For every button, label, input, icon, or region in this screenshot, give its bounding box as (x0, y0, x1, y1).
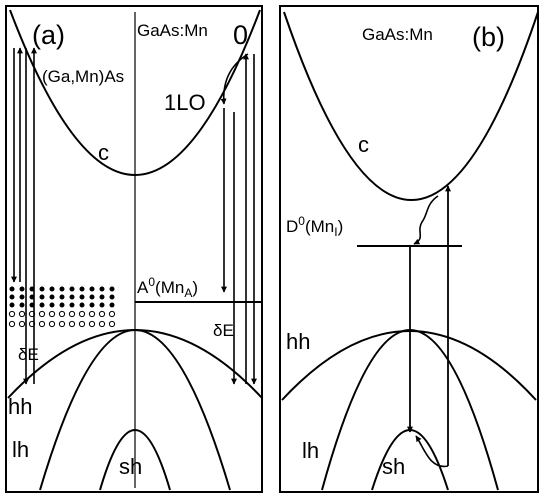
panel-b-material-label: GaAs:Mn (362, 25, 433, 44)
panel-a-delta-right: δE (213, 321, 234, 340)
panel-a-label: (a) (32, 20, 65, 50)
panel-a-band-sh: sh (119, 454, 142, 479)
panel-a-impurity-band-empty (8, 310, 116, 328)
panel-a-material-label: GaAs:Mn (137, 21, 208, 40)
panel-b-relaxation-arrow (413, 195, 439, 245)
panel-a-zero-label: 0 (233, 20, 248, 50)
panel-a-split-off-band (99, 429, 171, 491)
panel-a-phonon-label: 1LO (164, 90, 206, 115)
panel-b-band-hh: hh (286, 329, 310, 354)
panel-a-band-c: c (98, 140, 109, 165)
panel-a-impurity-band-filled (9, 286, 115, 308)
panel-b: (b) GaAs:Mn c hh lh sh D0(MnI) (279, 5, 539, 493)
panel-b-heavy-hole-band (281, 330, 537, 401)
panel-b-label: (b) (472, 22, 505, 52)
panel-b-frame (279, 5, 539, 493)
panel-b-band-lh: lh (302, 438, 319, 463)
panel-a-frame (5, 5, 263, 493)
panel-b-band-sh: sh (382, 454, 405, 479)
panel-a-band-hh: hh (8, 394, 32, 419)
panel-a-phonon-arrow (220, 53, 249, 105)
panel-a: (a) GaAs:Mn (Ga,Mn)As 0 1LO c hh lh sh δ… (5, 5, 263, 493)
panel-a-light-hole-band (39, 329, 231, 491)
panel-a-delta-left: δE (18, 345, 39, 364)
panel-a-acceptor-label: A0(MnA) (137, 275, 198, 300)
panel-b-donor-label: D0(MnI) (286, 214, 343, 239)
panel-a-band-lh: lh (12, 437, 29, 462)
panel-b-conduction-band (283, 11, 539, 201)
panel-b-hole-relaxation-arrow (415, 435, 449, 468)
panel-b-band-c: c (358, 132, 369, 157)
panel-a-conduction-band (9, 9, 261, 176)
panel-a-alloy-label: (Ga,Mn)As (42, 67, 124, 86)
